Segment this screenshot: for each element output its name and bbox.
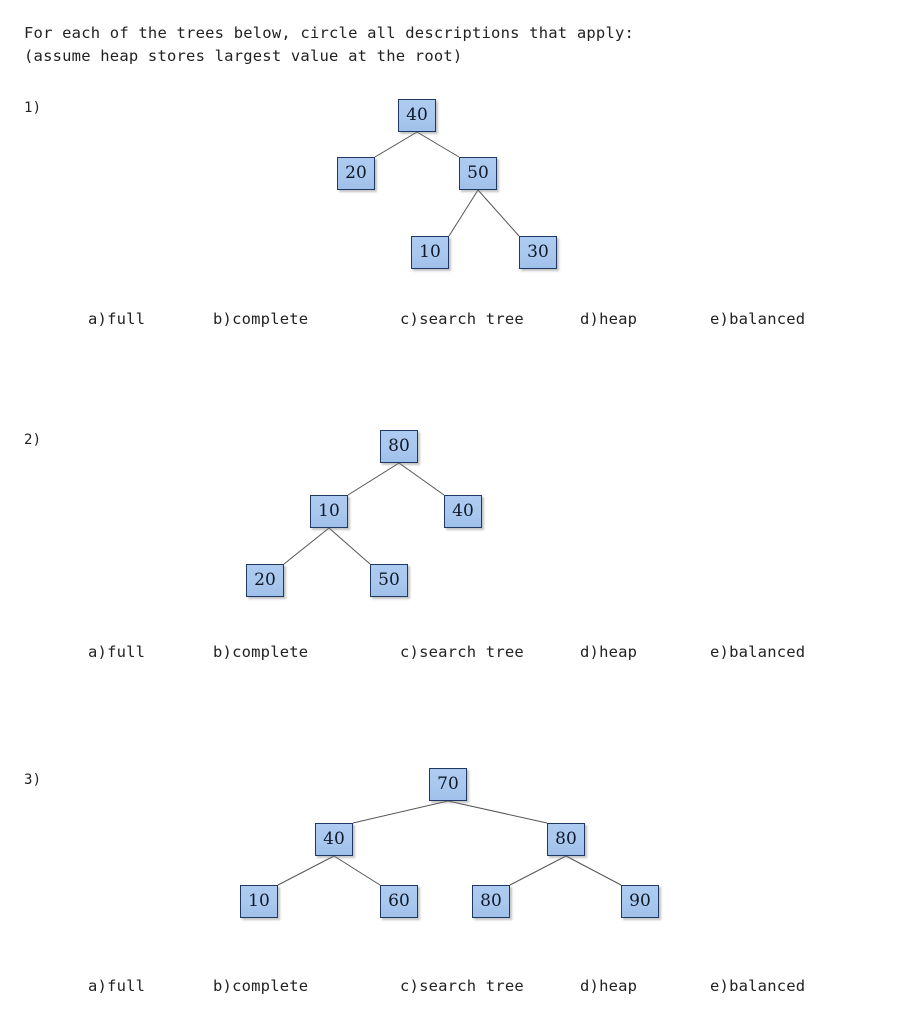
instructions-line-1: For each of the trees below, circle all … (24, 24, 635, 42)
instructions-line-2: (assume heap stores largest value at the… (24, 47, 463, 65)
tree-edge (398, 462, 445, 496)
answer-options-row-3: a)full b)complete c)search tree d)heap e)bal… (0, 977, 911, 999)
tree-node: 40 (315, 823, 353, 856)
question-number-2: 2) (24, 432, 42, 448)
tree-edge (447, 800, 548, 824)
question-number-3: 3) (24, 772, 42, 788)
tree-node: 80 (380, 430, 418, 463)
answer-option-d-q2[interactable]: d)heap (580, 643, 638, 661)
tree-node: 50 (459, 157, 497, 190)
answer-option-e-q3[interactable]: e)balanced (710, 977, 806, 995)
answer-option-c-q1[interactable]: c)search tree (400, 310, 524, 328)
tree-edge (416, 131, 460, 158)
answer-option-a-q3[interactable]: a)full (88, 977, 146, 995)
answer-option-b-q3[interactable]: b)complete (213, 977, 309, 995)
answer-option-c-q3[interactable]: c)search tree (400, 977, 524, 995)
tree-node: 60 (380, 885, 418, 918)
tree-edge (374, 131, 418, 158)
answer-option-d-q3[interactable]: d)heap (580, 977, 638, 995)
answer-option-a-q1[interactable]: a)full (88, 310, 146, 328)
tree-node: 80 (547, 823, 585, 856)
answer-option-c-q2[interactable]: c)search tree (400, 643, 524, 661)
answer-option-b-q2[interactable]: b)complete (213, 643, 309, 661)
question-number-1: 1) (24, 100, 42, 116)
tree-node: 70 (429, 768, 467, 801)
answer-options-row-1: a)full b)complete c)search tree d)heap e)bal… (0, 310, 911, 332)
tree-node: 10 (310, 495, 348, 528)
tree-node: 40 (398, 99, 436, 132)
tree-edge (509, 855, 567, 886)
answer-option-d-q1[interactable]: d)heap (580, 310, 638, 328)
tree-node: 30 (519, 236, 557, 269)
tree-edge (333, 855, 381, 886)
worksheet-instructions: For each of the trees below, circle all … (24, 22, 634, 68)
tree-edge (328, 527, 371, 565)
answer-option-e-q1[interactable]: e)balanced (710, 310, 806, 328)
tree-node: 90 (621, 885, 659, 918)
tree-edge (565, 855, 622, 886)
tree-node: 20 (246, 564, 284, 597)
tree-edge (352, 800, 449, 824)
tree-node: 50 (370, 564, 408, 597)
answer-options-row-2: a)full b)complete c)search tree d)heap e)bal… (0, 643, 911, 665)
tree-node: 10 (411, 236, 449, 269)
tree-node: 20 (337, 157, 375, 190)
tree-node: 10 (240, 885, 278, 918)
tree-edge (277, 855, 335, 886)
answer-option-a-q2[interactable]: a)full (88, 643, 146, 661)
answer-option-b-q1[interactable]: b)complete (213, 310, 309, 328)
tree-node: 40 (444, 495, 482, 528)
tree-edge (448, 189, 479, 237)
tree-edge (477, 189, 520, 237)
tree-edge (283, 527, 330, 565)
tree-edge (347, 462, 400, 496)
tree-node: 80 (472, 885, 510, 918)
answer-option-e-q2[interactable]: e)balanced (710, 643, 806, 661)
